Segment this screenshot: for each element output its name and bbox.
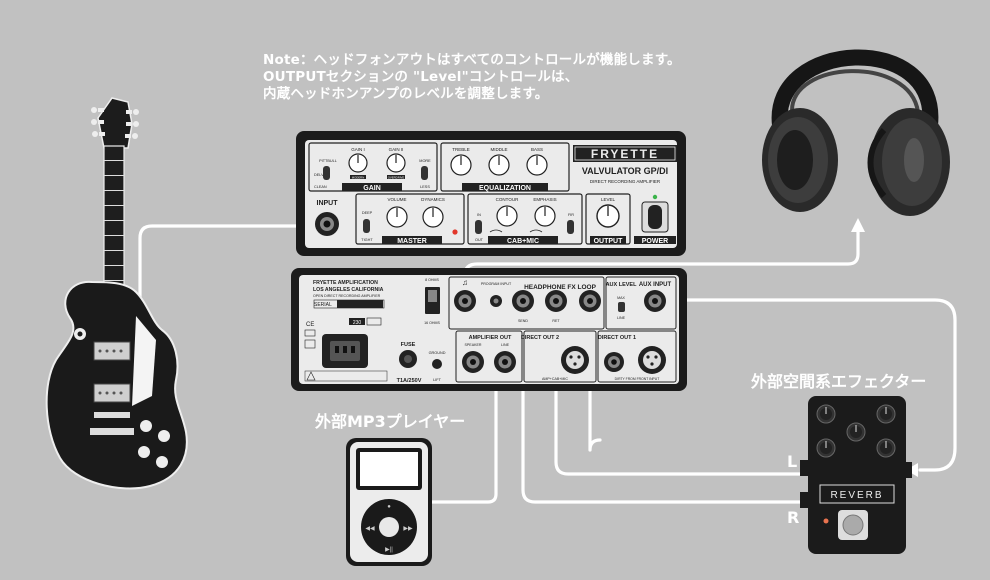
svg-text:VOLUME: VOLUME: [387, 197, 406, 202]
svg-text:OPEN DIRECT RECORDING AMPLIFIE: OPEN DIRECT RECORDING AMPLIFIER: [313, 294, 381, 298]
svg-text:LEVEL: LEVEL: [601, 197, 616, 202]
svg-text:CONTOUR: CONTOUR: [496, 197, 519, 202]
svg-text:HEADPHONE FX LOOP: HEADPHONE FX LOOP: [524, 284, 597, 291]
headphones-icon: [762, 49, 950, 216]
ground-lift-switch: [432, 359, 442, 369]
svg-text:230: 230: [353, 320, 362, 326]
svg-text:GROUND: GROUND: [429, 351, 446, 355]
svg-text:LESS: LESS: [420, 185, 430, 189]
svg-text:MAX: MAX: [617, 296, 625, 300]
svg-text:DIRECT OUT 1: DIRECT OUT 1: [598, 335, 636, 341]
svg-text:SERIAL: SERIAL: [314, 302, 332, 308]
note-line-3: 内蔵ヘッドホンアンプのレベルを調整します。: [263, 86, 549, 102]
cabmic-switch: [475, 220, 482, 234]
svg-text:SPEAKER: SPEAKER: [465, 343, 482, 347]
amp-model: VALVULATOR GP/DI: [582, 166, 668, 176]
svg-text:▶||: ▶||: [385, 547, 393, 553]
svg-text:♫: ♫: [462, 278, 468, 287]
section-master-label: MASTER: [397, 238, 427, 245]
effector-label: 外部空間系エフェクター: [751, 372, 927, 391]
note-line-1: Note：ヘッドフォンアウトはすべてのコントロールが機能します。: [263, 52, 681, 68]
svg-text:●: ●: [387, 504, 391, 510]
cable-send-to-reverb-r: [521, 298, 810, 504]
svg-text:◀◀: ◀◀: [365, 526, 375, 532]
note-text: Note：ヘッドフォンアウトはすべてのコントロールが機能します。 OUTPUTセ…: [263, 52, 681, 103]
svg-text:SEND: SEND: [518, 319, 528, 323]
amp-brand: FRYETTE: [591, 147, 659, 161]
svg-text:16 OHMS: 16 OHMS: [424, 321, 440, 325]
svg-text:CE: CE: [306, 322, 314, 328]
pedal-name: REVERB: [830, 490, 883, 501]
pedal-knobs: [816, 404, 896, 458]
svg-text:PITTBULL: PITTBULL: [319, 159, 337, 163]
jack-row: [454, 290, 666, 312]
cable-mp3-to-program: [430, 298, 498, 504]
svg-text:OUT: OUT: [475, 238, 484, 242]
svg-text:AMPLIFIER OUT: AMPLIFIER OUT: [469, 335, 512, 341]
svg-text:RET: RET: [552, 319, 560, 323]
svg-text:MODERN: MODERN: [352, 175, 364, 179]
fir-switch: [567, 220, 574, 234]
guitar-icon: [45, 97, 188, 490]
svg-text:EMPHASIS: EMPHASIS: [533, 197, 556, 202]
svg-text:GAIN I: GAIN I: [351, 147, 365, 152]
svg-text:LINE: LINE: [501, 343, 510, 347]
amp-front-panel: GAIN EQUALIZATION MASTER CAB+MIC OUTPUT …: [296, 131, 686, 256]
svg-text:MIDDLE: MIDDLE: [490, 147, 507, 152]
section-eq-label: EQUALIZATION: [479, 185, 531, 192]
gain-mode-switch: [323, 166, 330, 180]
power-led: [452, 229, 458, 235]
amp-rear-panel: FRYETTE AMPLIFICATION LOS ANGELES CALIFO…: [291, 268, 687, 391]
svg-text:FUSE: FUSE: [401, 342, 416, 348]
svg-text:DYNAMICS: DYNAMICS: [421, 197, 445, 202]
cable-reverb-l-to-ret: [554, 298, 810, 476]
svg-text:DIRTY FROM FRONT INPUT: DIRTY FROM FRONT INPUT: [615, 377, 660, 381]
deep-tight-switch: [363, 219, 370, 233]
svg-text:OVERDRIVE: OVERDRIVE: [388, 175, 405, 179]
svg-text:CLEAN: CLEAN: [314, 185, 327, 189]
pedal-left-label: L: [787, 452, 798, 471]
svg-text:BASS: BASS: [531, 147, 543, 152]
svg-text:AMP+CAB+MIC: AMP+CAB+MIC: [542, 377, 568, 381]
svg-text:PROGRAM INPUT: PROGRAM INPUT: [481, 282, 512, 286]
svg-text:LIFT: LIFT: [433, 378, 441, 382]
mp3-player-label: 外部MP3プレイヤー: [315, 412, 466, 431]
svg-text:TREBLE: TREBLE: [452, 147, 470, 152]
pedal-led: [823, 518, 829, 524]
cable-aux-loop: [651, 298, 957, 472]
pedal-right-label: R: [787, 508, 800, 527]
more-less-switch: [421, 166, 428, 180]
svg-text:DIRECT OUT 2: DIRECT OUT 2: [521, 335, 559, 341]
section-power-label: POWER: [642, 238, 668, 245]
note-line-2: OUTPUTセクションの "Level"コントロールは、: [263, 69, 579, 85]
svg-text:DELV: DELV: [314, 173, 324, 177]
section-output-label: OUTPUT: [594, 238, 624, 245]
svg-text:MORE: MORE: [419, 159, 431, 163]
svg-text:FIR: FIR: [568, 213, 574, 217]
power-switch: [648, 205, 662, 229]
svg-text:T1A/250V: T1A/250V: [397, 378, 422, 384]
svg-text:FRYETTE AMPLIFICATION: FRYETTE AMPLIFICATION: [313, 280, 378, 286]
svg-text:TIGHT: TIGHT: [361, 238, 373, 242]
svg-text:AUX INPUT: AUX INPUT: [639, 282, 672, 288]
svg-text:LOS ANGELES CALIFORNIA: LOS ANGELES CALIFORNIA: [313, 287, 384, 293]
cable-guitar-to-input: [138, 224, 320, 350]
svg-text:AUX LEVEL: AUX LEVEL: [606, 282, 638, 288]
svg-text:DEEP: DEEP: [362, 211, 373, 215]
svg-text:LINE: LINE: [617, 316, 626, 320]
cable-return-to-pedal: [588, 298, 602, 452]
svg-text:DIRECT RECORDING AMPLIFIER: DIRECT RECORDING AMPLIFIER: [590, 179, 661, 184]
mp3-player-icon: ● ◀◀ ▶▶ ▶||: [346, 438, 432, 566]
section-cabmic-label: CAB+MIC: [507, 238, 539, 245]
section-gain-label: GAIN: [363, 185, 381, 192]
svg-text:IN: IN: [477, 213, 481, 217]
input-label: INPUT: [317, 200, 339, 207]
reverb-pedal: REVERB: [800, 396, 912, 554]
svg-text:8 OHMS: 8 OHMS: [425, 278, 439, 282]
svg-text:▶▶: ▶▶: [403, 526, 413, 532]
svg-text:GAIN II: GAIN II: [389, 147, 404, 152]
